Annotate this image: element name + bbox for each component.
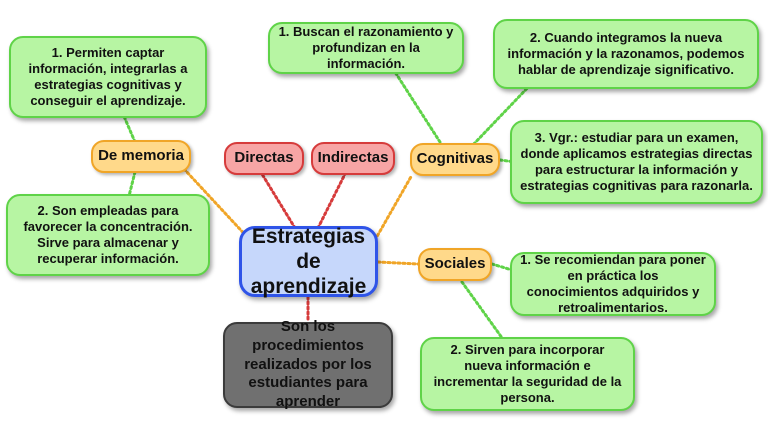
link-sociales <box>376 260 420 266</box>
link-memoria-1 <box>121 112 137 144</box>
link-sociales-2 <box>460 280 507 344</box>
category-directas: Directas <box>224 142 304 175</box>
note-memoria-2: 2. Son empleadas para favorecer la conce… <box>6 194 210 276</box>
category-sociales: Sociales <box>418 248 492 281</box>
note-sociales-1: 1. Se recomiendan para poner en práctica… <box>510 252 716 316</box>
link-indirectas <box>316 172 347 230</box>
note-cognitivas-1: 1. Buscan el razonamiento y profundizan … <box>268 22 464 74</box>
category-cognitivas: Cognitivas <box>410 143 500 176</box>
category-de-memoria: De memoria <box>91 140 191 173</box>
link-directas <box>260 172 297 230</box>
link-cognitivas-2 <box>468 78 537 150</box>
link-sociales-1 <box>490 262 514 272</box>
definition-box: Son los procedimientos realizados por lo… <box>223 318 393 410</box>
central-topic: Estrategias de aprendizaje <box>239 225 378 298</box>
note-cognitivas-2: 2. Cuando integramos la nueva informació… <box>493 19 759 89</box>
link-cognitivas-1 <box>393 70 442 144</box>
link-cognitivas <box>373 173 414 242</box>
note-sociales-2: 2. Sirven para incorporar nueva informac… <box>420 337 635 411</box>
note-cognitivas-3: 3. Vgr.: estudiar para un examen, donde … <box>510 120 763 204</box>
note-memoria-1: 1. Permiten captar información, integrar… <box>9 36 207 118</box>
link-memoria <box>183 168 252 242</box>
category-indirectas: Indirectas <box>311 142 395 175</box>
